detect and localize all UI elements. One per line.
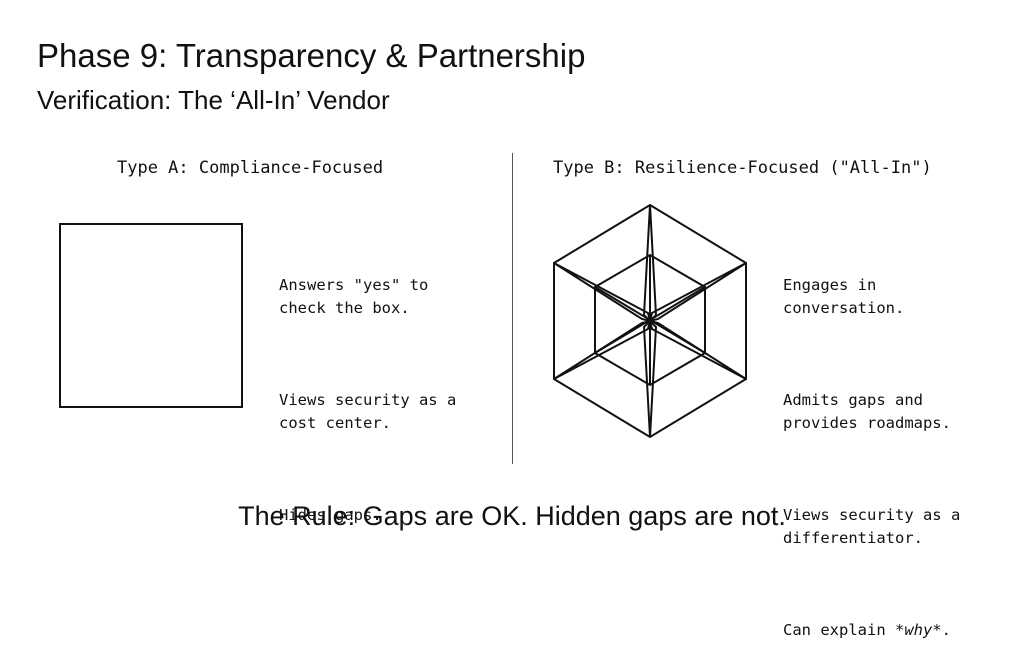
type-b-traits: Engages in conversation. Admits gaps and…	[783, 228, 960, 665]
column-divider	[512, 153, 513, 464]
rule-statement: The Rule: Gaps are OK. Hidden gaps are n…	[238, 501, 786, 531]
square-icon	[59, 223, 243, 408]
type-a-trait: Hides gaps.	[279, 506, 382, 524]
type-a-trait: Views security as a cost center.	[279, 391, 457, 432]
page-title: Phase 9: Transparency & Partnership	[37, 37, 586, 74]
type-a-heading: Type A: Compliance-Focused	[117, 158, 384, 178]
explain-suffix: .	[941, 621, 951, 639]
type-b-heading: Type B: Resilience-Focused ("All-In")	[553, 158, 932, 178]
type-b-trait: Views security as a differentiator.	[783, 506, 961, 547]
type-b-trait: Engages in conversation.	[783, 276, 905, 317]
explain-emphasis: *why*	[894, 621, 942, 639]
type-b-trait-explain: Can explain *why*.	[783, 619, 960, 642]
type-b-trait: Admits gaps and provides roadmaps.	[783, 391, 951, 432]
page-subtitle: Verification: The ‘All-In’ Vendor	[37, 85, 390, 115]
type-a-traits: Answers "yes" to check the box. Views se…	[279, 228, 456, 550]
tesseract-icon	[553, 203, 747, 439]
type-a-trait: Answers "yes" to check the box.	[279, 276, 429, 317]
explain-prefix: Can explain	[783, 621, 895, 639]
